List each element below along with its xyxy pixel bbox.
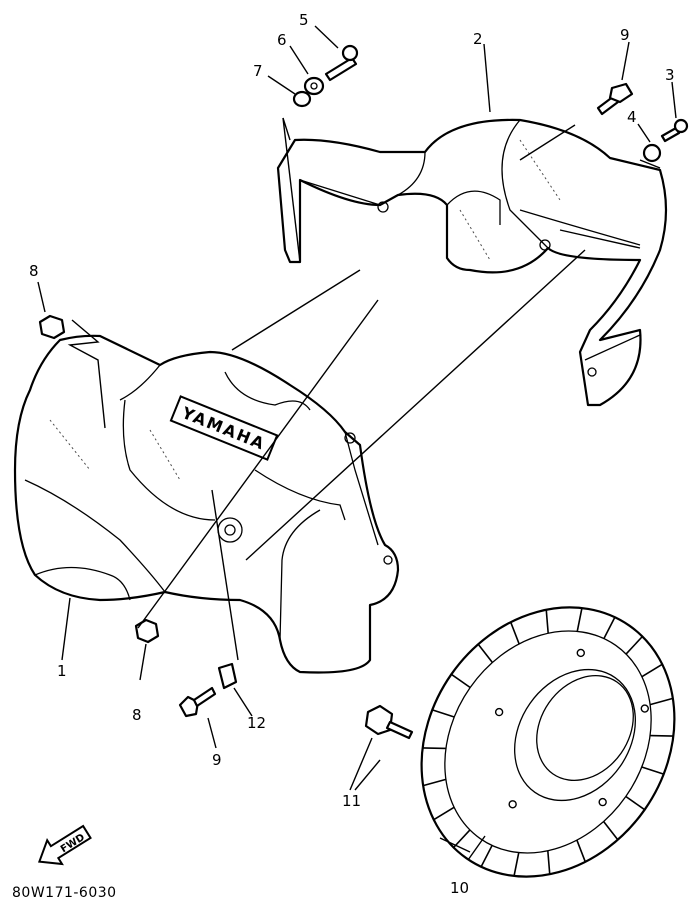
fan-fin <box>649 697 674 706</box>
nut-part-8-bottom <box>134 618 160 644</box>
callout-8-bottom: 8 <box>132 706 142 724</box>
bolt-part-9-top <box>596 82 634 116</box>
fan-fins <box>422 607 674 877</box>
fan-fin <box>509 621 520 645</box>
callout-3: 3 <box>665 66 675 84</box>
fan-fin <box>513 852 520 877</box>
fan-fin <box>603 616 616 639</box>
callout-11: 11 <box>342 792 361 810</box>
fan-fin <box>545 609 549 634</box>
fan-fin <box>641 663 663 678</box>
fan-fin <box>641 766 664 775</box>
mount-hole <box>494 707 504 717</box>
fan-fin <box>602 821 619 841</box>
bolt-part-11 <box>364 704 414 740</box>
callout-8-top: 8 <box>29 262 39 280</box>
diagram-code: 80W171-6030 <box>12 885 117 901</box>
mount-hole <box>508 800 517 809</box>
callout-1: 1 <box>57 662 67 680</box>
fan-fin <box>625 795 646 811</box>
washer-part-6 <box>303 76 325 96</box>
callout-leaders <box>37 25 677 861</box>
mount-hole <box>640 704 649 713</box>
bolt-part-9-bottom <box>178 686 217 718</box>
mount-hole <box>576 648 585 658</box>
mount-holes <box>494 648 649 809</box>
callout-9-top: 9 <box>620 26 630 44</box>
fan-fin <box>433 806 455 821</box>
fan-fin <box>547 850 551 875</box>
callout-4: 4 <box>627 108 637 126</box>
fan-fin <box>450 673 471 689</box>
front-direction-arrow: FWD <box>37 824 92 866</box>
callout-7: 7 <box>253 62 263 80</box>
callout-9-bottom: 9 <box>212 751 222 769</box>
callout-12: 12 <box>247 714 266 732</box>
washer-part-4 <box>642 143 662 163</box>
callout-labels: 5 6 7 2 9 3 4 8 1 8 9 12 11 10 <box>29 11 675 897</box>
collar-part-12 <box>217 662 238 690</box>
fan-fin <box>625 635 643 655</box>
fan-flywheel-part-10 <box>420 606 676 878</box>
fan-fin <box>576 607 583 632</box>
fan-fin <box>480 845 493 868</box>
screw-part-3 <box>660 118 689 143</box>
grommet-part-7 <box>292 90 312 108</box>
fan-fin <box>576 839 587 863</box>
callout-5: 5 <box>299 11 309 29</box>
fan-fin <box>477 643 494 663</box>
fan-fin <box>453 829 471 849</box>
callout-2: 2 <box>473 30 483 48</box>
mount-hole <box>598 797 607 807</box>
screw-part-5 <box>324 44 359 82</box>
assembly-lines <box>61 117 661 853</box>
lower-shroud-part-1: YAMAHA <box>13 334 400 674</box>
upper-shroud-part-2 <box>276 118 668 407</box>
fan-fin <box>422 778 447 787</box>
nut-part-8-top <box>38 314 66 340</box>
fan-fin <box>432 709 455 718</box>
callout-10: 10 <box>450 879 469 897</box>
callout-6: 6 <box>277 31 287 49</box>
